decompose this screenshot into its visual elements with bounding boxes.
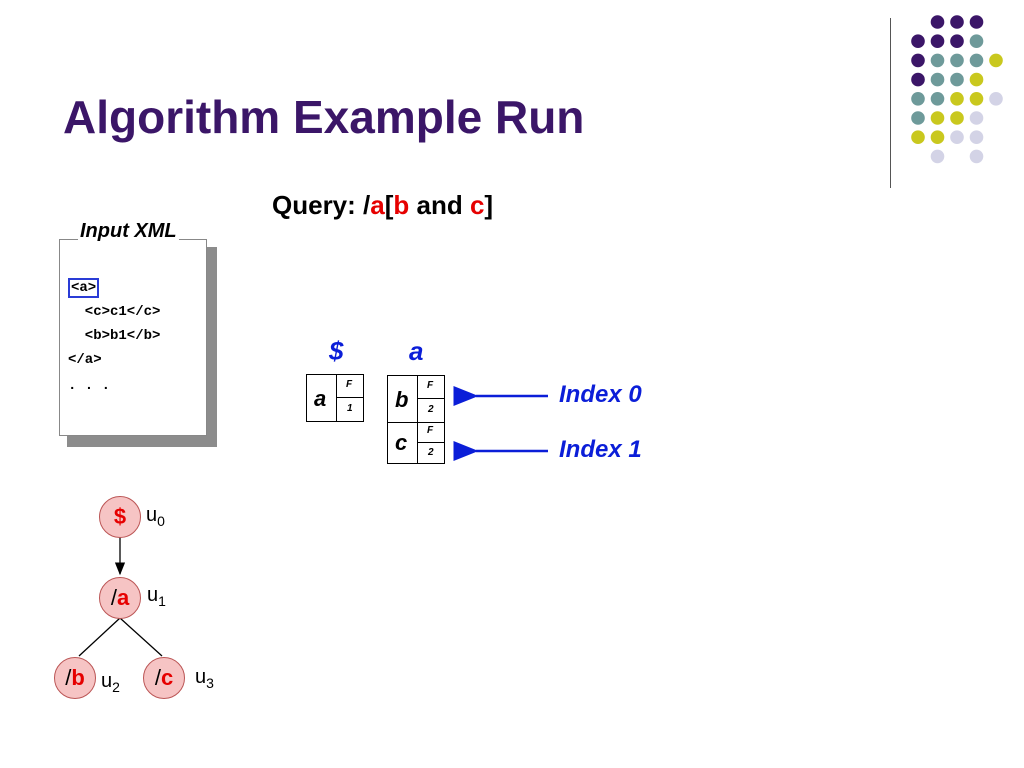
a-cell-0-flag: F xyxy=(427,380,434,391)
a-cell-1-pointer: 2 xyxy=(428,447,434,458)
decorative-dot xyxy=(969,130,984,144)
xml-line: </a> xyxy=(68,352,102,368)
decorative-dot xyxy=(911,53,925,68)
index-1-label: Index 1 xyxy=(559,436,642,463)
decorative-dot xyxy=(950,53,964,68)
tree-node-root-label: u0 xyxy=(146,504,165,529)
xml-line: . . . xyxy=(68,378,111,394)
decorative-dot xyxy=(911,111,925,125)
decorative-dot xyxy=(950,130,964,144)
tree-node-c: /c xyxy=(143,657,185,699)
tree-node-c-label: u3 xyxy=(195,666,214,691)
decorative-dot xyxy=(989,53,1003,68)
decorative-dot xyxy=(950,111,964,125)
a-cell-1-letter: c xyxy=(395,430,408,455)
decorative-dot xyxy=(969,72,984,87)
tree-node-a: /a xyxy=(99,577,141,619)
decorative-dot xyxy=(969,92,984,106)
index-0-label: Index 0 xyxy=(559,381,642,408)
xml-line: <c>c1</c> xyxy=(68,304,161,320)
decorative-dot xyxy=(950,92,964,106)
root-cell-top-box xyxy=(336,374,364,398)
decorative-dot xyxy=(911,34,925,48)
decorative-dot xyxy=(930,53,945,68)
a-cell-0-letter: b xyxy=(395,387,409,412)
page-title: Algorithm Example Run xyxy=(63,91,585,143)
root-cell-flag: F xyxy=(346,379,353,390)
tree-node-b: /b xyxy=(54,657,96,699)
a-cell-0-bottom-box xyxy=(417,398,445,423)
decorative-dot xyxy=(911,92,925,106)
decorative-dot xyxy=(930,149,945,164)
tree-node-a-label: u1 xyxy=(147,584,166,609)
a-cell-1-flag: F xyxy=(427,425,434,436)
tree-node-root: $ xyxy=(99,496,141,538)
decorative-dot-grid xyxy=(911,15,1003,164)
decorative-dot xyxy=(950,15,964,29)
input-xml-label: Input XML xyxy=(78,220,179,243)
decorative-dot xyxy=(911,130,925,144)
a-stack-header: a xyxy=(409,336,424,366)
decorative-dot xyxy=(950,34,964,48)
decorative-dot xyxy=(930,34,945,48)
decorative-dot xyxy=(969,15,984,29)
decorative-dot xyxy=(969,149,984,164)
root-cell-letter: a xyxy=(314,386,327,411)
decorative-dot xyxy=(969,53,984,68)
decorative-dot xyxy=(969,34,984,48)
decorative-dot xyxy=(930,92,945,106)
a-cell-0-pointer: 2 xyxy=(428,404,434,415)
xml-line: <b>b1</b> xyxy=(68,328,161,344)
a-cell-1-bottom-box xyxy=(417,442,445,464)
decorative-dot xyxy=(930,111,945,125)
decorative-dot xyxy=(930,130,945,144)
decorative-dot xyxy=(950,72,964,87)
decorative-dot xyxy=(911,72,925,87)
decorative-divider xyxy=(890,18,891,188)
decorative-dot xyxy=(930,15,945,29)
query-text: Query: /a[b and c] xyxy=(272,190,494,220)
decorative-dot xyxy=(930,72,945,87)
input-xml-box xyxy=(59,239,207,436)
root-cell-pointer: 1 xyxy=(347,403,353,414)
decorative-dot xyxy=(989,92,1003,106)
root-cell-bottom-box xyxy=(336,397,364,422)
xml-line: <a> xyxy=(68,278,100,298)
tree-edge-u1-u3 xyxy=(119,617,163,657)
tree-edge-u1-u2 xyxy=(78,617,121,657)
root-stack-header: $ xyxy=(329,336,344,366)
tree-node-b-label: u2 xyxy=(101,670,120,695)
decorative-dot xyxy=(969,111,984,125)
